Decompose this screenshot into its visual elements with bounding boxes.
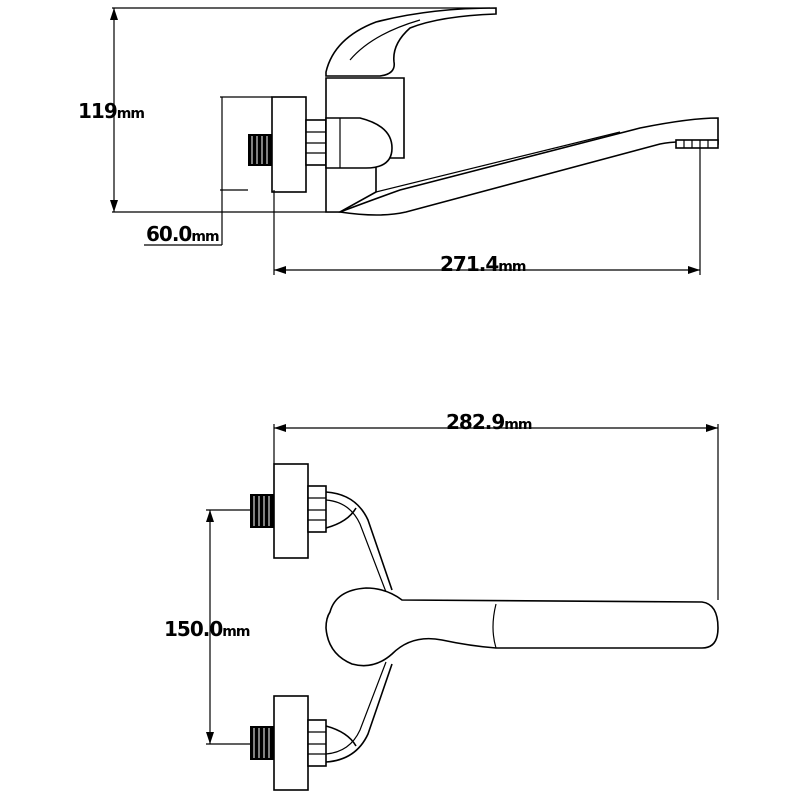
total-length-dimension: 282.9mm — [273, 410, 719, 600]
lever-handle-side — [325, 7, 497, 77]
top-view: 282.9mm — [250, 410, 719, 791]
height-dimension-label: 119mm — [78, 99, 144, 123]
wall-offset-dimension: 60.0mm — [144, 96, 272, 246]
spout-reach-dimension: 271.4mm — [273, 148, 701, 276]
lower-arm — [325, 663, 393, 763]
upper-inlet-top — [250, 463, 327, 559]
wall-offset-dimension-label: 60.0mm — [146, 222, 219, 246]
lower-inlet-top — [250, 695, 327, 791]
side-view: 119mm 60.0mm — [78, 7, 719, 276]
inlet-spacing-dimension-label: 150.0mm — [164, 617, 250, 641]
inlet-spacing-dimension: 150.0mm — [164, 509, 251, 745]
total-length-dimension-label: 282.9mm — [446, 410, 532, 434]
threaded-inlet-side — [248, 134, 272, 166]
upper-arm — [325, 491, 393, 591]
height-dimension: 119mm — [78, 7, 490, 213]
lever-handle-top — [325, 587, 719, 667]
wall-flange-side — [271, 96, 307, 193]
spout-reach-dimension-label: 271.4mm — [440, 252, 526, 276]
